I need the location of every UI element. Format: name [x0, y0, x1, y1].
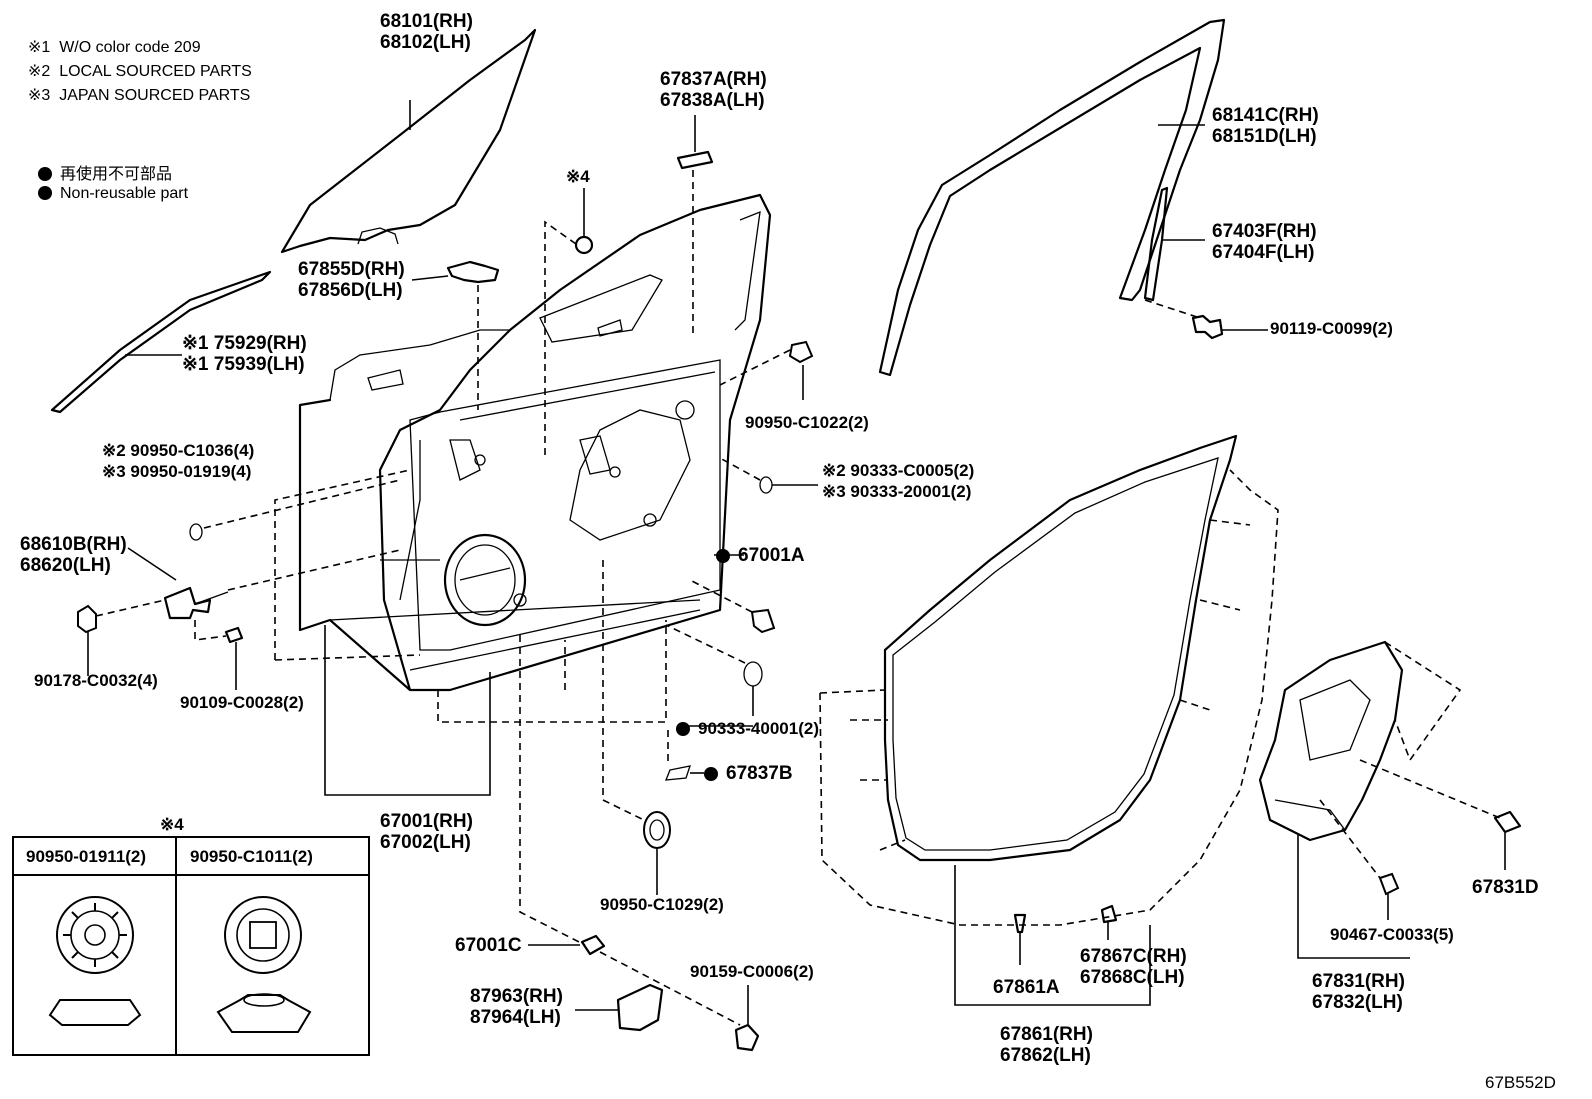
door-check [616, 983, 664, 1032]
filled-dot-icon [38, 167, 52, 181]
door-panel [298, 193, 772, 692]
door-hinge [163, 586, 212, 620]
label-top-clip[interactable]: 67837A(RH)67838A(LH) [660, 69, 767, 111]
legend-note-1: ※1 W/O color code 209 [28, 39, 201, 56]
diagram-id: 67B552D [1485, 1073, 1556, 1092]
label-plug-right[interactable]: ※2 90333-C0005(2)※3 90333-20001(2) [822, 461, 975, 501]
label-clip-90467[interactable]: 90467-C0033(5) [1330, 925, 1454, 944]
label-hinge-channel[interactable]: 67855D(RH)67856D(LH) [298, 259, 405, 301]
door-weatherstrip [883, 434, 1238, 862]
label-plug-90950-c1029[interactable]: 90950-C1029(2) [600, 895, 724, 914]
filled-dot-icon [716, 549, 730, 563]
label-lower-frame[interactable]: 67403F(RH)67404F(LH) [1212, 221, 1317, 263]
detail-header-right[interactable]: 90950-C1011(2) [190, 847, 313, 866]
filled-dot-icon [704, 767, 718, 781]
label-weatherstrip[interactable]: 67861(RH)67862(LH) [1000, 1024, 1093, 1066]
label-plug-90333-40001[interactable]: 90333-40001(2) [676, 720, 819, 737]
glass-run-channel [878, 18, 1226, 377]
label-clip-67831d[interactable]: 67831D [1472, 877, 1539, 898]
label-clip-67001c[interactable]: 67001C [455, 935, 522, 956]
label-door-panel[interactable]: 67001(RH)67002(LH) [380, 811, 473, 853]
label-clip-67837b[interactable]: 67837B [704, 764, 793, 783]
label-nut-67001a[interactable]: 67001A [716, 546, 805, 565]
legend-dot-en: Non-reusable part [38, 185, 188, 203]
label-bolt-90119[interactable]: 90119-C0099(2) [1270, 319, 1393, 338]
label-star4-top: ※4 [566, 167, 590, 186]
label-bolt-90159[interactable]: 90159-C0006(2) [690, 962, 814, 981]
detail-box-title: ※4 [160, 815, 184, 834]
label-door-check[interactable]: 87963(RH)87964(LH) [470, 986, 563, 1028]
filled-dot-icon [676, 722, 690, 736]
lower-sash-frame [1143, 186, 1169, 302]
label-glass[interactable]: 68101(RH)68102(LH) [380, 11, 473, 53]
legend-note-2: ※2 LOCAL SOURCED PARTS [28, 63, 252, 80]
label-plug-90950-c1022[interactable]: 90950-C1022(2) [745, 413, 869, 432]
legend-dot-jp: 再使用不可部品 [38, 160, 172, 184]
label-clip-67867c[interactable]: 67867C(RH)67868C(LH) [1080, 946, 1187, 988]
label-bolt-90109[interactable]: 90109-C0028(2) [180, 693, 304, 712]
door-glass [280, 28, 537, 254]
label-plug-left[interactable]: ※2 90950-C1036(4)※3 90950-01919(4) [102, 441, 255, 481]
label-service-hole-cover[interactable]: 67831(RH)67832(LH) [1312, 971, 1405, 1013]
label-nut-90178[interactable]: 90178-C0032(4) [34, 671, 158, 690]
legend-note-3: ※3 JAPAN SOURCED PARTS [28, 87, 251, 104]
label-window-molding[interactable]: ※1 75929(RH)※1 75939(LH) [182, 333, 307, 375]
window-molding [50, 270, 272, 414]
detail-header-left[interactable]: 90950-01911(2) [26, 847, 147, 866]
label-hinge[interactable]: 68610B(RH)68620(LH) [20, 534, 127, 576]
label-clip-67861a[interactable]: 67861A [993, 977, 1060, 998]
filled-dot-icon [38, 186, 52, 200]
label-run-channel[interactable]: 68141C(RH)68151D(LH) [1212, 105, 1319, 147]
